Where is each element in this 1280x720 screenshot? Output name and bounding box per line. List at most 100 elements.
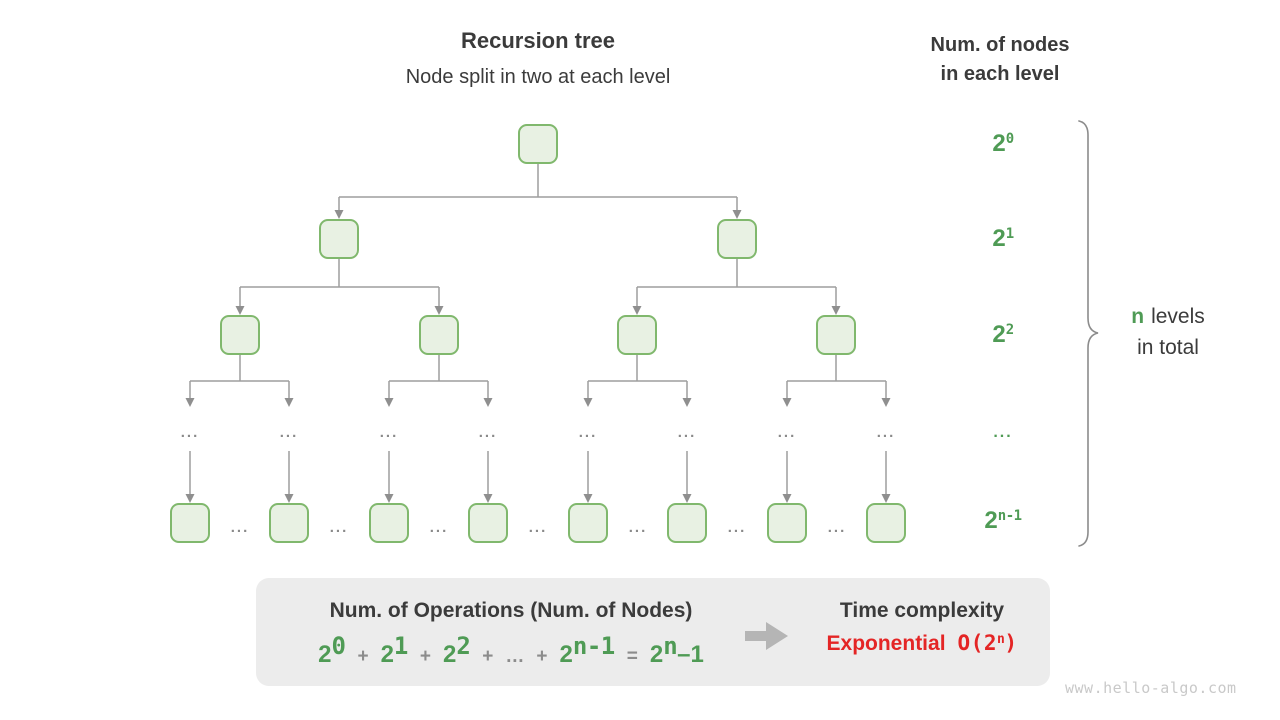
arrowhead-icon — [831, 306, 841, 315]
tree-node — [319, 219, 359, 259]
arrowhead-icon — [583, 494, 593, 503]
arrowhead-icon — [235, 306, 245, 315]
tree-node — [369, 503, 409, 543]
formula-term: 2n-1 — [559, 632, 616, 668]
ellipsis-dots: ... — [180, 424, 200, 441]
ellipsis-dots: ... — [329, 519, 349, 536]
level-base: 2 — [992, 225, 1006, 252]
arrow-right-icon — [745, 622, 788, 650]
equals-operator: = — [626, 646, 638, 667]
arrowhead-icon — [284, 494, 294, 503]
complexity-value: Exponential O(2n) — [804, 631, 1040, 656]
term-exponent: n-1 — [572, 632, 615, 660]
tree-node — [468, 503, 508, 543]
level-exponent: 2 — [1005, 322, 1014, 338]
arrowhead-icon — [782, 494, 792, 503]
level-label-1: 21 — [992, 225, 1014, 252]
big-o-exponent: n — [996, 632, 1005, 647]
level-label-2: 22 — [992, 321, 1014, 348]
arrowhead-icon — [185, 494, 195, 503]
level-exponent: 0 — [1005, 131, 1014, 147]
arrowhead-icon — [881, 398, 891, 407]
arrowhead-icon — [384, 494, 394, 503]
tree-node — [269, 503, 309, 543]
level-base: 2 — [992, 130, 1006, 157]
big-o-notation: O(2n) — [957, 631, 1018, 655]
diagram-subtitle: Node split in two at each level — [405, 66, 671, 88]
ellipsis-dots: ... — [677, 424, 697, 441]
plus-operator: + — [536, 646, 548, 667]
ellipsis-dots: ... — [727, 519, 747, 536]
tree-node — [568, 503, 608, 543]
level-label-n-1: 2n-1 — [984, 508, 1022, 533]
diagram-title: Recursion tree — [460, 28, 616, 53]
right-column-header: Num. of nodes in each level — [931, 31, 1070, 89]
ellipsis-dots: ... — [578, 424, 598, 441]
ellipsis-dots: ... — [876, 424, 896, 441]
level-label-0: 20 — [992, 130, 1014, 157]
plus-operator: + — [419, 646, 431, 667]
plus-operator: + — [482, 646, 494, 667]
arrowhead-icon — [632, 306, 642, 315]
complexity-title: Time complexity — [839, 599, 1005, 622]
result-exponent: n — [663, 632, 678, 660]
tree-node — [866, 503, 906, 543]
formula-term: 20 — [318, 632, 346, 668]
tree-node — [667, 503, 707, 543]
tree-node — [767, 503, 807, 543]
ellipsis-dots: ... — [379, 424, 399, 441]
arrowhead-icon — [434, 306, 444, 315]
arrowhead-icon — [682, 398, 692, 407]
n-symbol: n — [1131, 305, 1145, 328]
operations-title: Num. of Operations (Num. of Nodes) — [329, 599, 693, 622]
ellipsis-dots: ... — [279, 424, 299, 441]
formula-term: 22 — [442, 632, 471, 668]
tree-node — [419, 315, 459, 355]
term-exponent: 0 — [331, 632, 346, 660]
complexity-label: Exponential — [826, 632, 946, 655]
ellipsis-dots: ... — [827, 519, 847, 536]
formula-result: 2n–1 — [649, 632, 704, 668]
arrowhead-icon — [334, 210, 344, 219]
level-exponent: n-1 — [997, 508, 1022, 524]
arrowhead-icon — [384, 398, 394, 407]
plus-operator: + — [357, 646, 369, 667]
tree-node — [816, 315, 856, 355]
ellipsis-dots: ... — [478, 424, 498, 441]
tree-node — [617, 315, 657, 355]
tree-node — [717, 219, 757, 259]
note-line-2: in total — [1137, 336, 1199, 359]
note-line1-text: levels — [1151, 305, 1205, 328]
arrowhead-icon — [782, 398, 792, 407]
arrowhead-icon — [583, 398, 593, 407]
right-header-line1: Num. of nodes — [930, 34, 1070, 56]
arrowhead-icon — [732, 210, 742, 219]
right-header-line2: in each level — [940, 63, 1060, 85]
arrowhead-icon — [185, 398, 195, 407]
ellipsis-dots: ... — [528, 519, 548, 536]
ellipsis-operator: … — [505, 646, 525, 667]
operations-formula: 20 + 21 + 22 + … + 2n-1 = 2n–1 — [272, 632, 750, 669]
ellipsis-dots: ... — [777, 424, 797, 441]
arrowhead-icon — [881, 494, 891, 503]
level-label-ellipsis: ... — [993, 424, 1013, 441]
ellipsis-dots: ... — [230, 519, 250, 536]
levels-brace — [1078, 120, 1099, 547]
level-base: 2 — [992, 321, 1006, 348]
term-exponent: 2 — [456, 632, 471, 660]
arrowhead-icon — [682, 494, 692, 503]
tree-node — [220, 315, 260, 355]
complexity-block: Time complexity Exponential O(2n) — [804, 599, 1040, 656]
term-exponent: 1 — [393, 632, 408, 660]
tree-node — [518, 124, 558, 164]
tree-node — [170, 503, 210, 543]
arrowhead-icon — [483, 398, 493, 407]
arrowhead-icon — [284, 398, 294, 407]
arrowhead-icon — [483, 494, 493, 503]
watermark: www.hello-algo.com — [1065, 679, 1237, 697]
ellipsis-dots: ... — [429, 519, 449, 536]
formula-term: 21 — [380, 632, 409, 668]
